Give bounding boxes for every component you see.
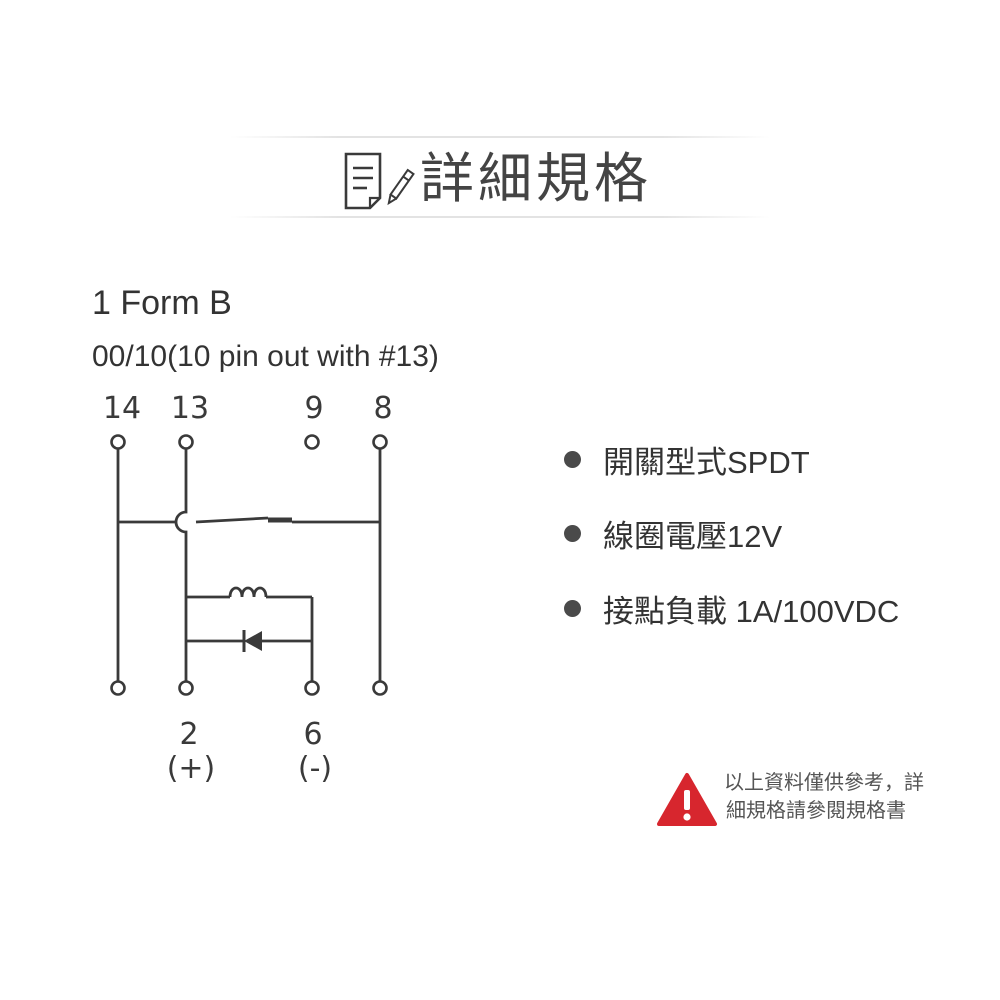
pin6-terminal (304, 680, 320, 696)
pin14-terminal (110, 434, 126, 450)
document-pen-icon (344, 152, 415, 210)
pin-label-13: 13 (171, 391, 209, 426)
bottom-terminal-4 (372, 680, 388, 696)
pin8-terminal (372, 434, 388, 450)
spec-label: 開關型式SPDT (603, 444, 810, 480)
pin-label-8: 8 (373, 391, 392, 426)
pin-label-14: 14 (103, 391, 141, 426)
diode-icon (242, 630, 262, 652)
header-divider-top (230, 136, 770, 138)
pin9-terminal (304, 434, 320, 450)
spec-item-contact-load: 接點負載 1A/100VDC (564, 586, 899, 630)
notice-line-1: 以上資料僅供參考，詳 (724, 770, 924, 794)
pin-label-6: 6 (303, 717, 322, 752)
pin-label-9: 9 (304, 391, 323, 426)
pinout-subtitle: 00/10(10 pin out with #13) (92, 340, 439, 373)
switch-arm (195, 516, 269, 524)
pin-label-2: 2 (179, 717, 198, 752)
pin13-terminal (178, 434, 194, 450)
pin-polarity-2: (+) (167, 751, 216, 786)
spec-item-coil-voltage: 線圈電壓12V (564, 511, 782, 555)
notice-line-2: 細規格請參閱規格書 (726, 798, 906, 822)
pin-polarity-6: (-) (298, 751, 332, 786)
pin2-terminal (178, 680, 194, 696)
spec-label: 線圈電壓12V (603, 518, 783, 554)
bullet-icon (564, 524, 581, 542)
bottom-terminal-1 (110, 680, 126, 696)
form-title: 1 Form B (92, 284, 232, 322)
notice-text: 以上資料僅供參考，詳 細規格請參閱規格書 (724, 768, 964, 824)
warning-icon (657, 773, 717, 826)
pin13-wire (174, 449, 188, 681)
coil-icon (228, 586, 268, 598)
spec-label: 接點負載 1A/100VDC (603, 593, 900, 629)
bullet-icon (564, 599, 581, 617)
bullet-icon (564, 450, 581, 468)
reference-notice: 以上資料僅供參考，詳 細規格請參閱規格書 (656, 768, 956, 832)
header-divider-bottom (230, 216, 770, 218)
spec-item-switch-type: 開關型式SPDT (564, 437, 810, 481)
page-title: 詳細規格 (420, 147, 652, 210)
